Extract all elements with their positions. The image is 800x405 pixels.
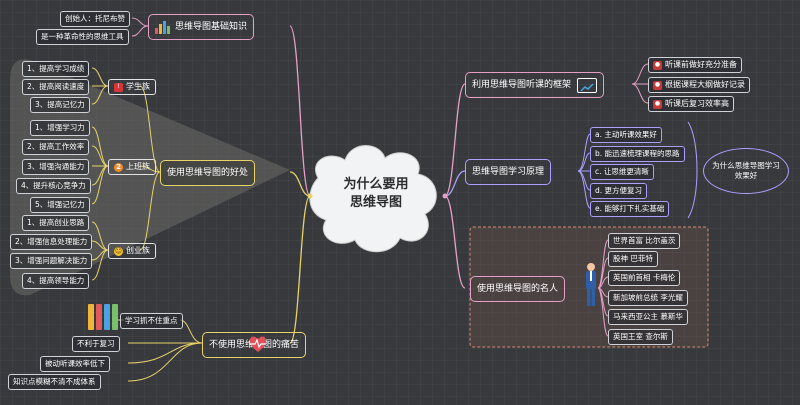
alert-icon: ● — [653, 80, 662, 90]
founder-item[interactable]: 3、增强问题解决能力 — [10, 253, 93, 269]
exclamation-icon: ! — [114, 82, 123, 92]
drawback-item[interactable]: 被动听课效率低下 — [40, 356, 110, 372]
framework-child-review[interactable]: ● 听课后复习效率高 — [648, 96, 734, 112]
framework-child-prepare[interactable]: ● 听课前做好充分准备 — [648, 57, 742, 73]
famous-child[interactable]: 股神 巴菲特 — [608, 251, 658, 267]
group-founders[interactable]: ☺ 创业族 — [108, 243, 156, 259]
bar-chart-icon — [155, 20, 170, 34]
number-2-icon: 2 — [114, 162, 123, 172]
smiley-icon: ☺ — [114, 246, 123, 256]
founder-item[interactable]: 2、增强信息处理能力 — [10, 234, 93, 250]
center-title-line2: 思维导图 — [349, 194, 402, 210]
study-child[interactable]: d. 更方便复习 — [590, 183, 648, 199]
branch-study-label: 思维导图学习原理 — [472, 166, 545, 177]
center-topic[interactable]: 为什么要用 思维导图 — [326, 176, 426, 211]
drawback-item[interactable]: 知识点模糊不清不成体系 — [8, 374, 101, 390]
group-workers[interactable]: 2 上班族 — [108, 159, 156, 175]
branch-framework-label: 利用思维导图听课的框架 — [472, 79, 572, 90]
famous-child[interactable]: 英国前首相 卡梅伦 — [608, 270, 681, 286]
branch-study[interactable]: 思维导图学习原理 — [465, 159, 552, 185]
binders-icon — [88, 304, 118, 330]
founder-item[interactable]: 4、提高领导能力 — [22, 273, 90, 289]
drawback-item[interactable]: 不利于复习 — [72, 336, 120, 352]
worker-item[interactable]: 5、增强记忆力 — [30, 197, 90, 213]
student-item[interactable]: 2、提高阅读速度 — [22, 79, 90, 95]
study-child[interactable]: c. 让思维更清晰 — [590, 164, 654, 180]
student-item[interactable]: 3、提高记忆力 — [30, 97, 90, 113]
group-students[interactable]: ! 学生族 — [108, 79, 156, 95]
famous-child[interactable]: 马来西亚公主 慕斯华 — [608, 309, 688, 325]
businessman-icon — [583, 262, 599, 312]
famous-child[interactable]: 新加坡前总统 李光耀 — [608, 290, 688, 306]
branch-basics[interactable]: 思维导图基础知识 — [148, 14, 255, 40]
student-item[interactable]: 1、提高学习成绩 — [22, 61, 90, 77]
alert-icon: ● — [653, 60, 662, 70]
basics-child-tool[interactable]: 是一种革命性的思维工具 — [36, 29, 129, 45]
framework-child-record[interactable]: ● 根据课程大纲做好记录 — [648, 77, 750, 93]
center-cloud — [309, 145, 437, 253]
famous-child[interactable]: 世界首富 比尔盖茨 — [608, 233, 681, 249]
branch-famous[interactable]: 使用思维导图的名人 — [470, 276, 566, 302]
study-child[interactable]: b. 能迅速梳理课程的思路 — [590, 146, 685, 162]
alert-icon: ● — [653, 99, 662, 109]
study-note-text: 为什么思维导图学习效果好 — [712, 160, 780, 181]
branch-benefits[interactable]: 使用思维导图的好处 — [160, 160, 256, 186]
branch-famous-label: 使用思维导图的名人 — [477, 283, 559, 294]
founder-item[interactable]: 1、提高创业思路 — [22, 215, 90, 231]
worker-item[interactable]: 2、提高工作效率 — [22, 139, 90, 155]
branch-basics-label: 思维导图基础知识 — [175, 21, 248, 32]
study-child[interactable]: e. 能够打下扎实基础 — [590, 201, 670, 217]
heartbeat-icon — [248, 335, 268, 357]
center-title-line1: 为什么要用 — [343, 177, 409, 192]
worker-item[interactable]: 1、增强学习力 — [30, 120, 90, 136]
branch-benefits-label: 使用思维导图的好处 — [167, 167, 249, 178]
branch-framework[interactable]: 利用思维导图听课的框架 — [465, 72, 605, 98]
study-note-cloud[interactable]: 为什么思维导图学习效果好 — [703, 148, 789, 194]
famous-child[interactable]: 英国王室 查尔斯 — [608, 329, 673, 345]
drawback-item[interactable]: 学习抓不住重点 — [120, 313, 183, 329]
monitor-chart-icon — [577, 77, 598, 93]
worker-item[interactable]: 4、提升核心竞争力 — [16, 178, 91, 194]
worker-item[interactable]: 3、增强沟通能力 — [22, 159, 90, 175]
study-child[interactable]: a. 主动听课效果好 — [590, 127, 662, 143]
basics-child-founder[interactable]: 创始人：托尼布赞 — [60, 11, 130, 27]
